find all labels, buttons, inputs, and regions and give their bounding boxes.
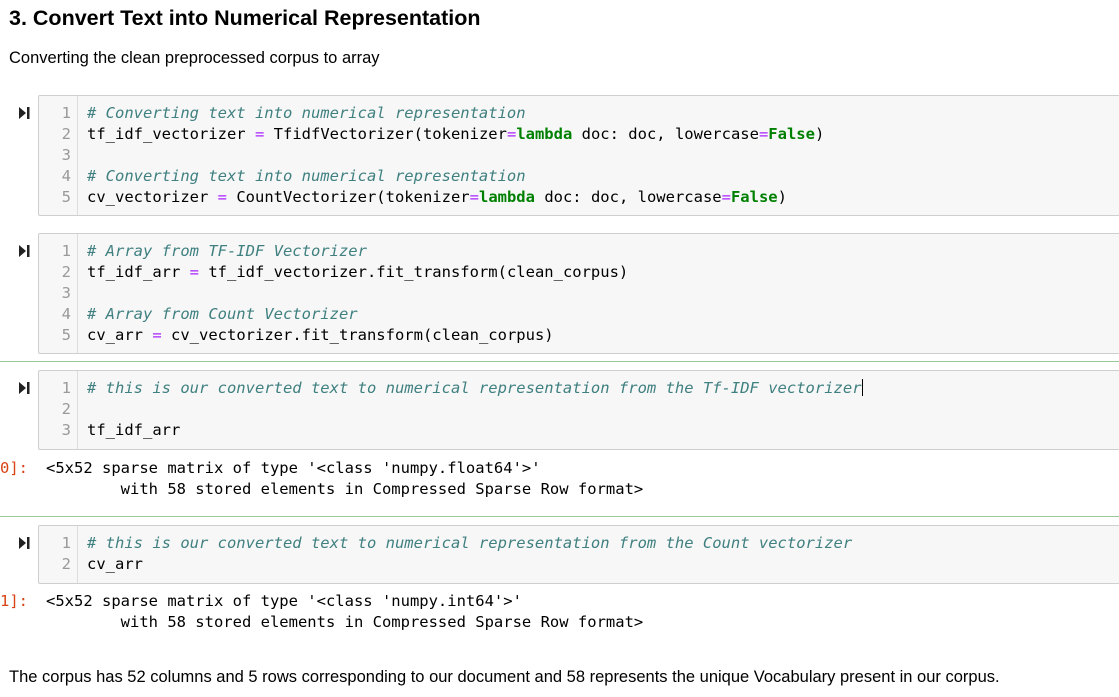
code-token: tf_idf_arr [87, 421, 181, 439]
code-line[interactable]: 1 # this is our converted text to numeric… [39, 378, 1119, 399]
code-comment: # Array from Count Vectorizer [87, 305, 358, 323]
code-line[interactable]: 3 tf_idf_arr [39, 420, 1119, 441]
code-text: # this is our converted text to numerica… [87, 378, 863, 399]
output-text: <5x52 sparse matrix of type '<class 'num… [46, 592, 522, 610]
selected-cell-border [0, 361, 1119, 362]
code-text: cv_arr [87, 554, 143, 575]
line-number: 1 [61, 534, 71, 552]
code-line[interactable]: 2 tf_idf_arr = tf_idf_vectorizer.fit_tran… [39, 262, 1119, 283]
code-token: tf_idf_arr [87, 263, 190, 281]
code-text: # this is our converted text to numerica… [87, 533, 852, 554]
code-token: cv_arr [87, 555, 143, 573]
line-number: 1 [61, 242, 71, 260]
code-token: doc: doc, lowercase [534, 188, 722, 206]
line-number: 4 [61, 167, 71, 185]
line-number: 3 [61, 146, 71, 164]
code-line[interactable]: 2 [39, 399, 1119, 420]
run-cell-icon[interactable] [17, 536, 31, 550]
line-number-gutter [77, 96, 78, 215]
code-comment: # Array from TF-IDF Vectorizer [87, 242, 367, 260]
code-keyword: False [768, 125, 815, 143]
code-comment: # this is our converted text to numerica… [87, 379, 862, 397]
code-operator: = [152, 326, 162, 344]
code-line[interactable]: 5 cv_vectorizer = CountVectorizer(tokeniz… [39, 187, 1119, 208]
conclusion-text: The corpus has 52 columns and 5 rows cor… [9, 668, 1000, 686]
code-token: TfidfVectorizer(tokenizer [264, 125, 507, 143]
line-number: 3 [61, 421, 71, 439]
line-number: 5 [61, 188, 71, 206]
line-number: 5 [61, 326, 71, 344]
line-number: 1 [61, 379, 71, 397]
code-text: # Array from TF-IDF Vectorizer [87, 241, 367, 262]
code-token: tf_idf_vectorizer [87, 125, 255, 143]
code-operator: = [758, 125, 769, 143]
code-operator: = [469, 188, 479, 206]
code-operator: = [254, 125, 265, 143]
code-token: cv_vectorizer [87, 188, 218, 206]
intro-text: Converting the clean preprocessed corpus… [9, 49, 380, 67]
output-text: with 58 stored elements in Compressed Sp… [46, 613, 644, 631]
code-text: tf_idf_vectorizer = TfidfVectorizer(toke… [87, 124, 824, 145]
code-keyword: False [730, 188, 778, 206]
code-operator: = [217, 188, 227, 206]
code-text: # Converting text into numerical represe… [87, 166, 526, 187]
code-comment: # this is our converted text to numerica… [87, 534, 853, 552]
line-number-gutter [77, 526, 78, 583]
output-text: with 58 stored elements in Compressed Sp… [46, 480, 644, 498]
line-number: 2 [61, 125, 71, 143]
code-cell[interactable]: 1 # this is our converted text to numeric… [38, 525, 1119, 584]
section-heading: 3. Convert Text into Numerical Represent… [9, 6, 481, 30]
run-cell-icon[interactable] [17, 381, 31, 395]
code-line[interactable]: 4 # Converting text into numerical repres… [39, 166, 1119, 187]
selected-cell-border [0, 516, 1119, 517]
code-token: tf_idf_vectorizer.fit_transform(clean_co… [199, 263, 629, 281]
line-number: 2 [61, 263, 71, 281]
line-number: 4 [61, 305, 71, 323]
output-text: <5x52 sparse matrix of type '<class 'num… [46, 459, 541, 477]
code-token: ) [777, 188, 787, 206]
code-text: # Converting text into numerical represe… [87, 103, 526, 124]
code-comment: # Converting text into numerical represe… [87, 104, 526, 122]
code-keyword: lambda [516, 125, 573, 143]
text-cursor [861, 379, 863, 396]
code-operator: = [506, 125, 517, 143]
code-text: cv_arr = cv_vectorizer.fit_transform(cle… [87, 325, 554, 346]
code-cell[interactable]: 1 # Converting text into numerical repres… [38, 95, 1119, 216]
line-number-gutter [77, 234, 78, 353]
output-prompt: 1]: [0, 592, 28, 610]
code-text: tf_idf_arr [87, 420, 180, 441]
line-number: 2 [61, 400, 71, 418]
code-token: cv_vectorizer.fit_transform(clean_corpus… [161, 326, 554, 344]
code-line[interactable]: 3 [39, 283, 1119, 304]
code-line[interactable]: 2 cv_arr [39, 554, 1119, 575]
line-number: 3 [61, 284, 71, 302]
output-prompt: 0]: [0, 459, 28, 477]
code-line[interactable]: 1 # Array from TF-IDF Vectorizer [39, 241, 1119, 262]
code-token: CountVectorizer(tokenizer [227, 188, 470, 206]
run-cell-icon[interactable] [17, 244, 31, 258]
code-line[interactable]: 1 # Converting text into numerical repres… [39, 103, 1119, 124]
line-number: 1 [61, 104, 71, 122]
code-text: tf_idf_arr = tf_idf_vectorizer.fit_trans… [87, 262, 628, 283]
code-cell[interactable]: 1 # Array from TF-IDF Vectorizer 2 tf_idf_a… [38, 233, 1119, 354]
code-line[interactable]: 5 cv_arr = cv_vectorizer.fit_transform(cl… [39, 325, 1119, 346]
code-token: ) [814, 125, 825, 143]
code-operator: = [189, 263, 199, 281]
code-line[interactable]: 2 tf_idf_vectorizer = TfidfVectorizer(tok… [39, 124, 1119, 145]
code-cell[interactable]: 1 # this is our converted text to numeric… [38, 370, 1119, 450]
line-number: 2 [61, 555, 71, 573]
code-keyword: lambda [478, 188, 535, 206]
code-token: cv_arr [87, 326, 153, 344]
code-line[interactable]: 3 [39, 145, 1119, 166]
code-line[interactable]: 4 # Array from Count Vectorizer [39, 304, 1119, 325]
code-line[interactable]: 1 # this is our converted text to numeric… [39, 533, 1119, 554]
line-number-gutter [77, 371, 78, 449]
code-comment: # Converting text into numerical represe… [87, 167, 526, 185]
code-token: doc: doc, lowercase [572, 125, 759, 143]
run-cell-icon[interactable] [17, 106, 31, 120]
code-operator: = [721, 188, 731, 206]
code-text: cv_vectorizer = CountVectorizer(tokenize… [87, 187, 787, 208]
code-text: # Array from Count Vectorizer [87, 304, 358, 325]
